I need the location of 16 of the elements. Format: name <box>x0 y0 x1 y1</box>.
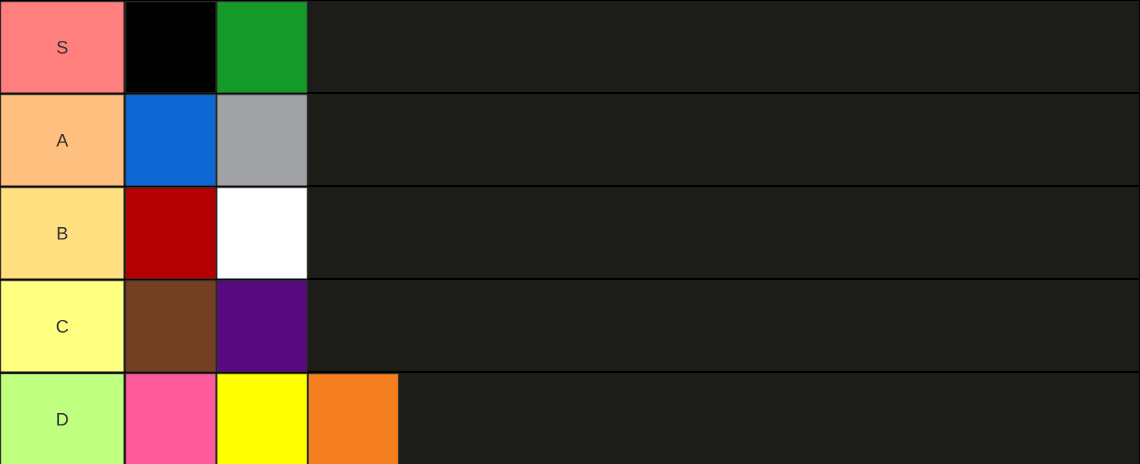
tier-label: S <box>0 1 125 94</box>
color-tile <box>125 280 217 373</box>
tier-label: D <box>0 373 125 464</box>
color-tile <box>216 94 308 187</box>
color-tile <box>308 373 399 464</box>
tier-label: A <box>0 94 125 187</box>
color-tile <box>125 373 217 464</box>
color-tile <box>216 1 308 94</box>
color-tile <box>216 280 308 373</box>
color-tile <box>125 187 217 280</box>
color-tile <box>125 94 217 187</box>
color-tile <box>216 373 308 464</box>
color-tile <box>125 1 217 94</box>
tier-label: C <box>0 280 125 373</box>
color-tile <box>216 187 308 280</box>
tier-label: B <box>0 187 125 280</box>
